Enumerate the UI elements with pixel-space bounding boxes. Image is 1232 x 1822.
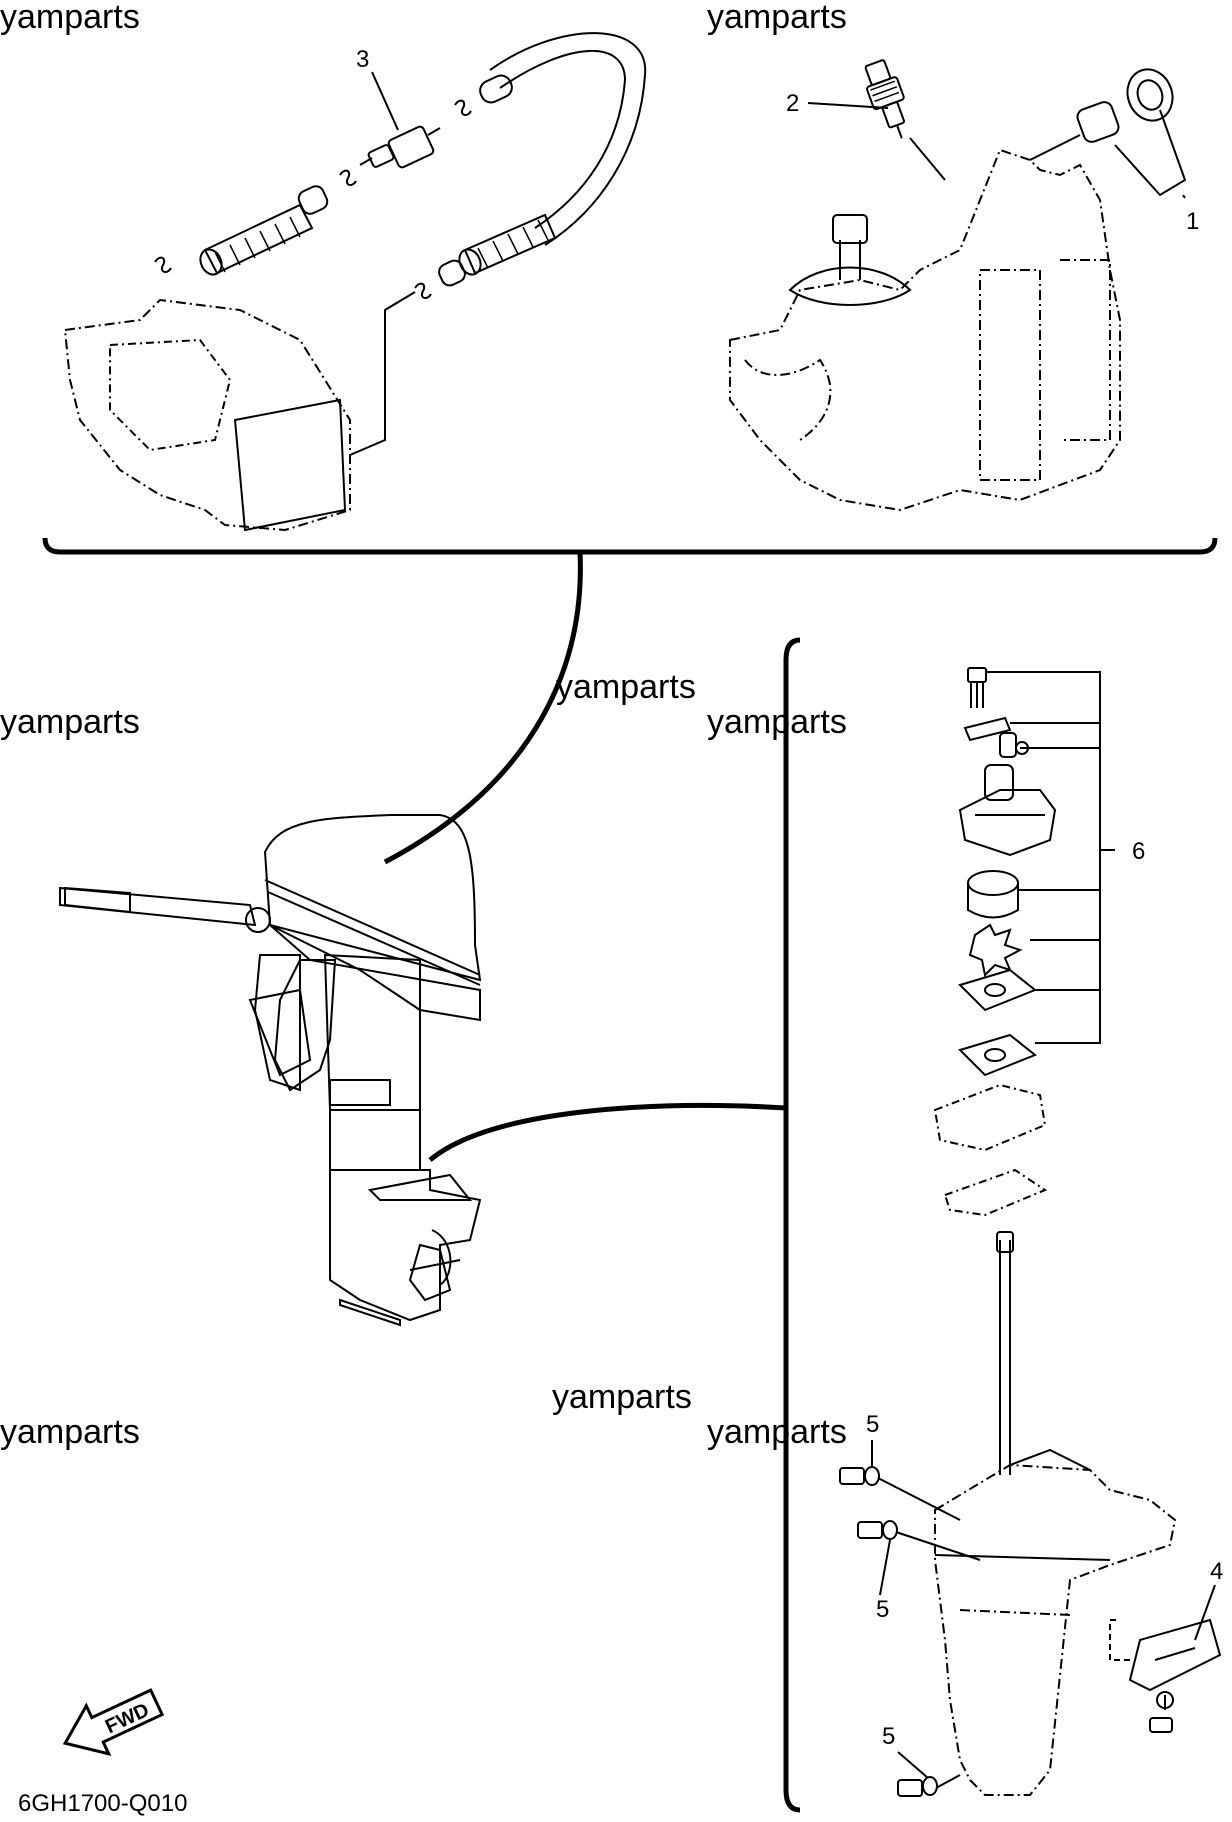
callout-4: 4: [1210, 1558, 1224, 1585]
fuel-joint-group: [63, 32, 647, 532]
top-bracket: [42, 537, 1218, 555]
callout-2: 2: [786, 90, 800, 117]
callout-3: 3: [356, 46, 370, 73]
water-pump-kit-group: [933, 667, 1108, 1475]
watermark: yamparts: [0, 703, 140, 741]
callout-1: 1: [1186, 208, 1200, 235]
watermark: yamparts: [707, 1413, 847, 1451]
watermark: yamparts: [0, 0, 140, 36]
callout-5a: 5: [866, 1411, 880, 1438]
watermark: yamparts: [552, 1378, 692, 1416]
right-bracket: [783, 637, 801, 1813]
connector-right-to-lower-unit: [428, 1103, 787, 1162]
callout-5b: 5: [876, 1596, 890, 1623]
watermark: yamparts: [707, 703, 847, 741]
callout-6: 6: [1132, 838, 1146, 865]
callout-leaders: [371, 71, 1216, 1779]
lower-unit-group: [839, 1448, 1222, 1797]
power-head-group: [729, 59, 1187, 512]
callout-5c: 5: [882, 1723, 896, 1750]
outboard-motor-group: [59, 814, 482, 1327]
drawing-code: 6GH1700-Q010: [18, 1790, 188, 1817]
connector-top-to-cowling: [383, 551, 583, 865]
fwd-arrow-icon: FWD: [62, 1688, 165, 1757]
watermark: yamparts: [556, 668, 696, 706]
watermark: yamparts: [0, 1413, 140, 1451]
watermark: yamparts: [707, 0, 847, 36]
